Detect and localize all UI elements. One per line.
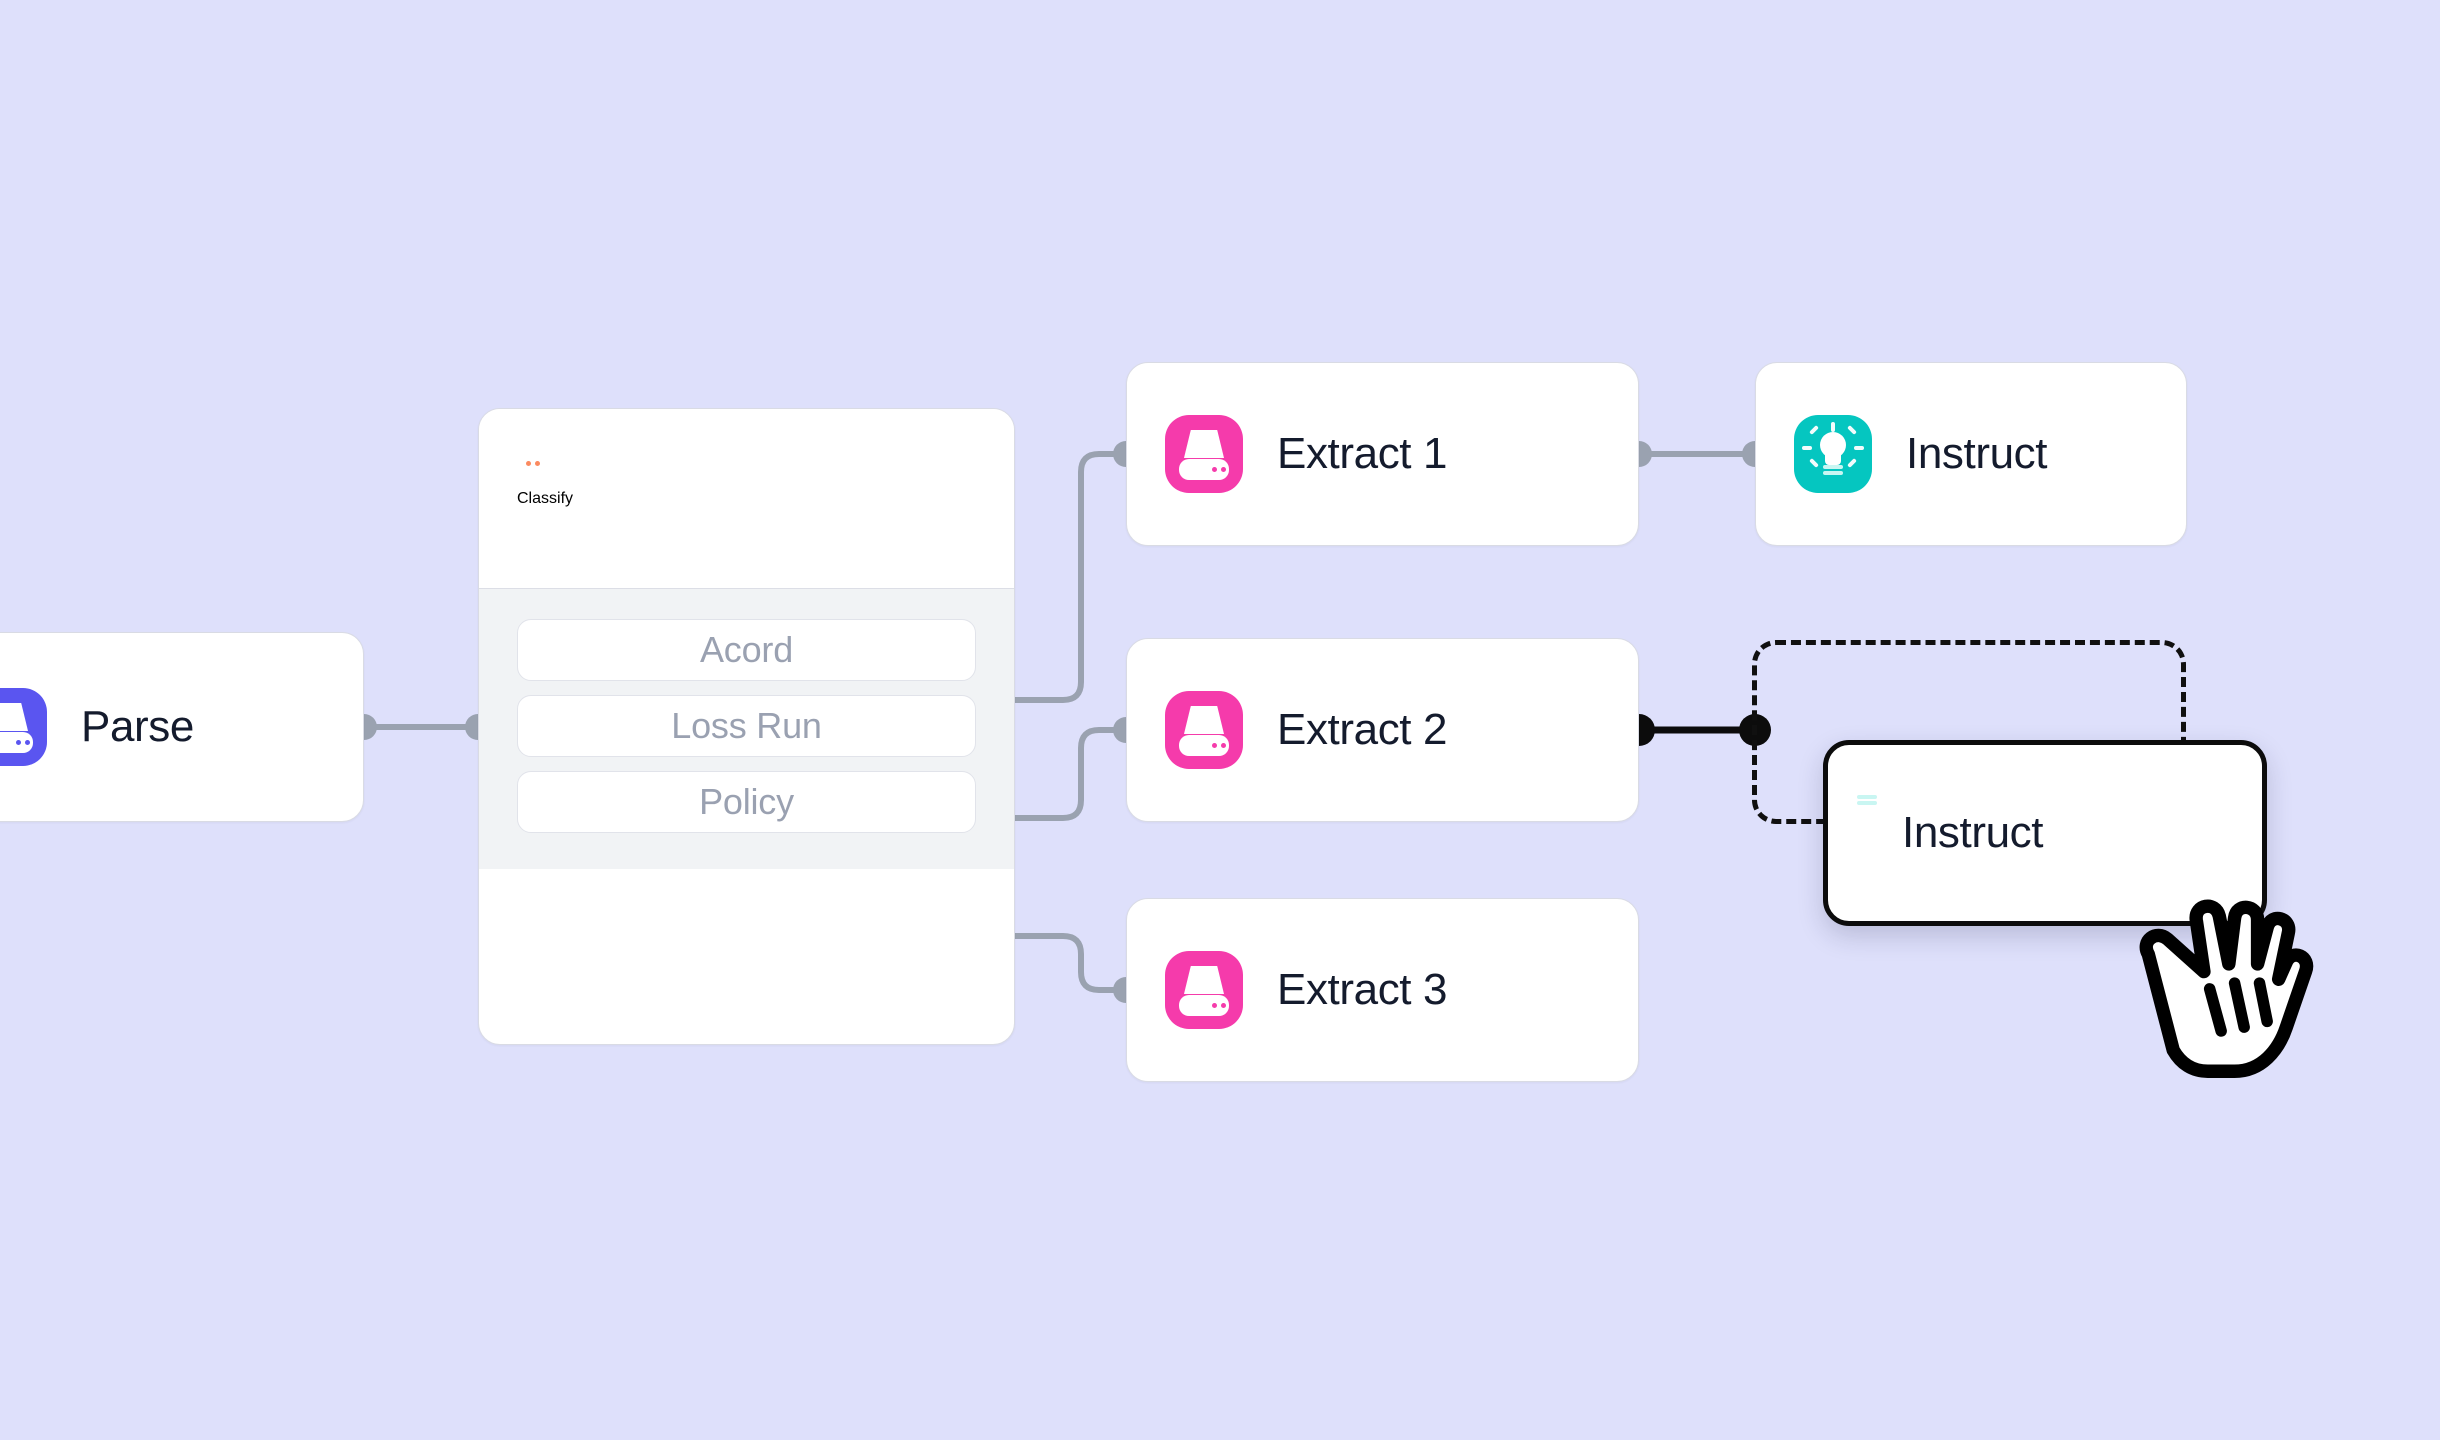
- classify-branch-list: Acord Loss Run Policy: [479, 589, 1014, 869]
- node-extract-1-label: Extract 1: [1277, 429, 1448, 478]
- node-instruct-label: Instruct: [1906, 429, 2048, 478]
- node-instruct-dragged[interactable]: Instruct: [1823, 740, 2267, 926]
- node-parse[interactable]: Parse: [0, 632, 364, 822]
- scanner-icon: [0, 688, 47, 766]
- lightbulb-icon: [1794, 415, 1872, 493]
- node-instruct[interactable]: Instruct: [1755, 362, 2187, 546]
- node-extract-2-label: Extract 2: [1277, 705, 1448, 754]
- node-extract-3-label: Extract 3: [1277, 965, 1448, 1014]
- classify-branch-policy-label: Policy: [699, 781, 794, 822]
- classify-branch-loss-run-label: Loss Run: [671, 705, 822, 746]
- node-classify[interactable]: Classify Acord Loss Run Policy: [478, 408, 1015, 1045]
- node-classify-label: Classify: [517, 489, 574, 507]
- classify-branch-acord-label: Acord: [699, 629, 794, 670]
- scanner-icon: [1165, 951, 1243, 1029]
- scanner-icon: [1165, 415, 1243, 493]
- classify-branch-policy[interactable]: Policy: [517, 771, 976, 833]
- node-instruct-dragged-label: Instruct: [1902, 808, 2044, 857]
- node-extract-3[interactable]: Extract 3: [1126, 898, 1639, 1082]
- node-extract-2[interactable]: Extract 2: [1126, 638, 1639, 822]
- scanner-icon: [1165, 691, 1243, 769]
- edge-extract2-dropzone-active: [1623, 714, 1771, 746]
- classify-branch-acord[interactable]: Acord: [517, 619, 976, 681]
- node-extract-1[interactable]: Extract 1: [1126, 362, 1639, 546]
- node-classify-header[interactable]: Classify: [479, 409, 1014, 589]
- node-parse-label: Parse: [81, 702, 194, 751]
- classify-branch-loss-run[interactable]: Loss Run: [517, 695, 976, 757]
